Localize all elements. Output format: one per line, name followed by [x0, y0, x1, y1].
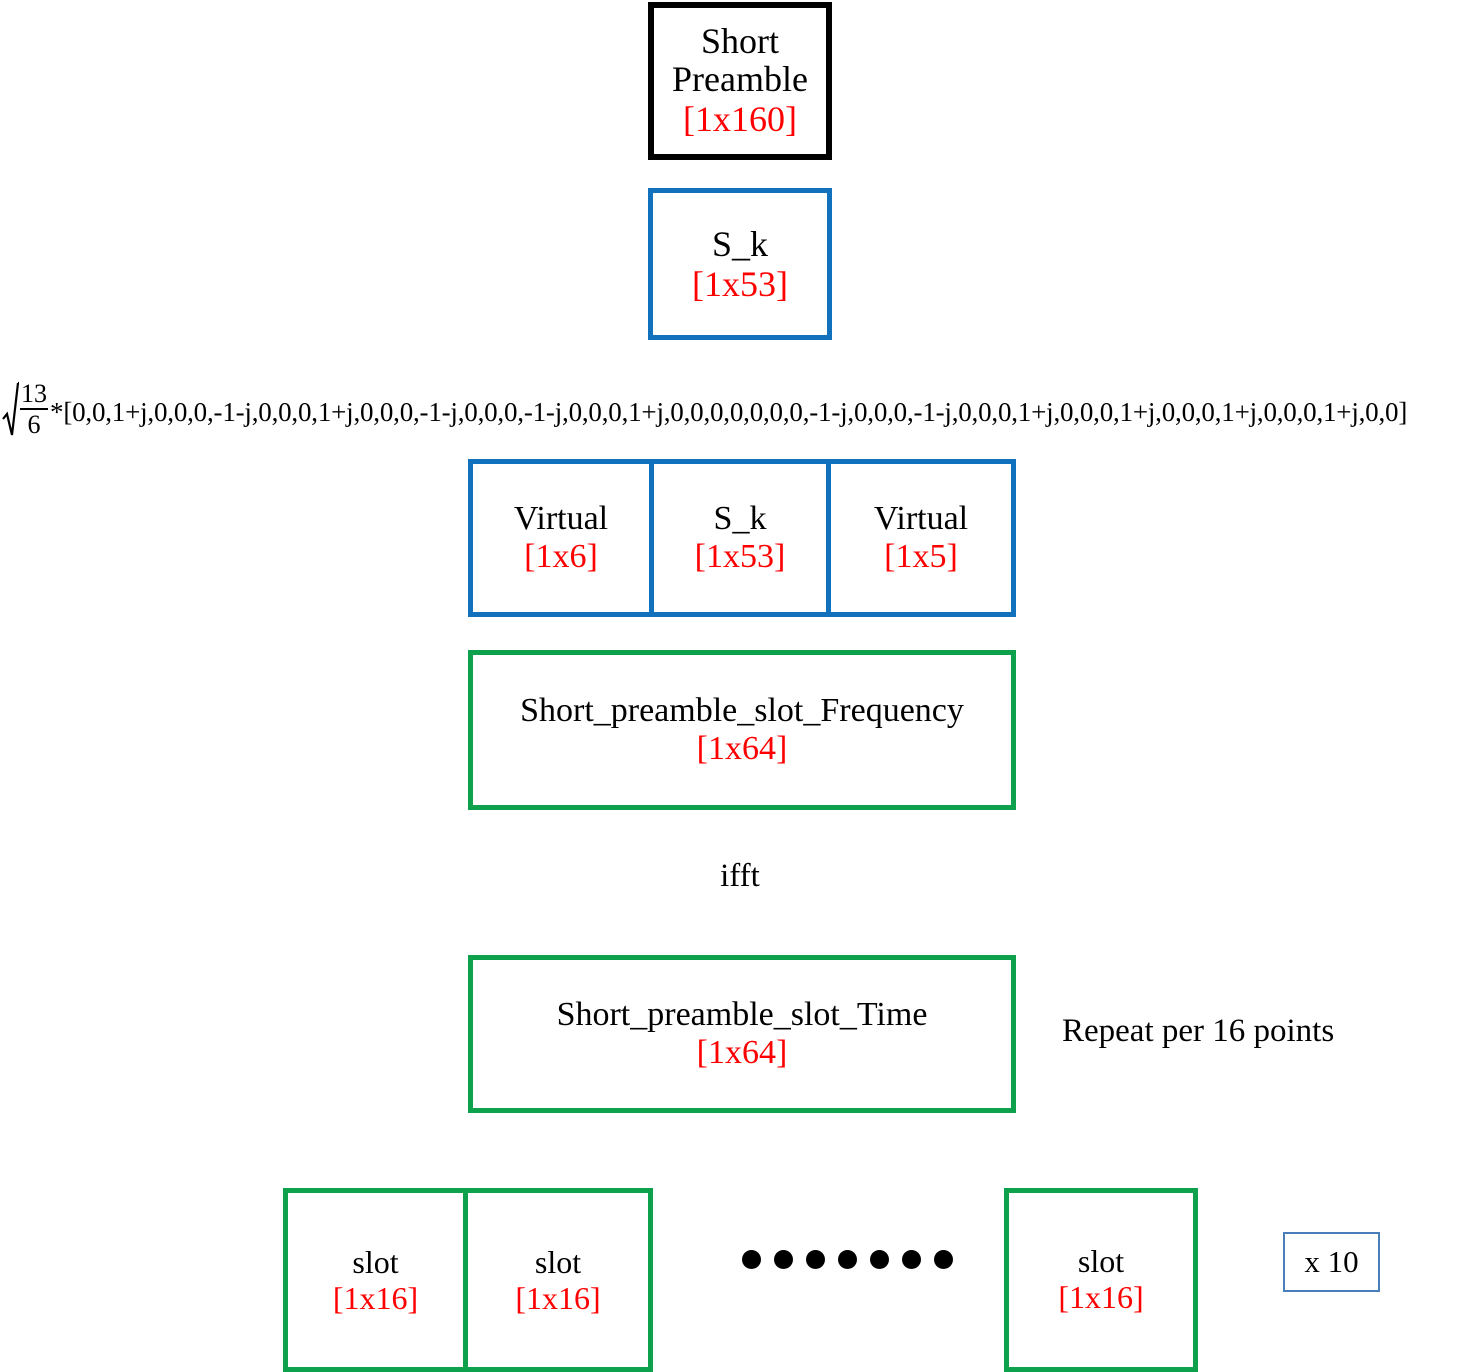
- ellipsis-dot: [870, 1250, 889, 1269]
- virtual-right-label: Virtual: [873, 499, 969, 537]
- repeat-count-box: x 10: [1283, 1232, 1380, 1292]
- slot-cell-1: slot [1x16]: [288, 1193, 468, 1367]
- slot-2-label: slot: [534, 1243, 582, 1280]
- formula-operator: *: [50, 396, 64, 427]
- ellipsis-dot: [742, 1250, 761, 1269]
- ellipsis-dot: [774, 1250, 793, 1269]
- sk-size: [1x53]: [692, 264, 788, 304]
- subcarrier-mapping-row: Virtual [1x6] S_k [1x53] Virtual [1x5]: [468, 459, 1016, 617]
- ellipsis-dot: [806, 1250, 825, 1269]
- short-preamble-box: Short Preamble [1x160]: [648, 2, 832, 160]
- short-preamble-size: [1x160]: [683, 98, 797, 139]
- formula-sequence-values: [0,0,1+j,0,0,0,-1-j,0,0,0,1+j,0,0,0,-1-j…: [63, 396, 1408, 427]
- formula-sequence: *[0,0,1+j,0,0,0,-1-j,0,0,0,1+j,0,0,0,-1-…: [50, 391, 1407, 428]
- slot-last-size: [1x16]: [1058, 1279, 1144, 1315]
- virtual-left-label: Virtual: [513, 499, 609, 537]
- sk-center-size: [1x53]: [694, 538, 786, 575]
- time-box-label: Short_preamble_slot_Time: [556, 995, 928, 1033]
- virtual-left-cell: Virtual [1x6]: [473, 464, 654, 612]
- time-box-size: [1x64]: [696, 1034, 788, 1071]
- virtual-right-cell: Virtual [1x5]: [831, 464, 1011, 612]
- slot-2-size: [1x16]: [515, 1280, 601, 1316]
- slot-1-size: [1x16]: [332, 1280, 419, 1316]
- short-preamble-line1: Short: [700, 21, 779, 62]
- fraction-numerator: 13: [20, 379, 48, 411]
- ifft-label: ifft: [720, 858, 760, 894]
- ellipsis-dot: [934, 1250, 953, 1269]
- ellipsis-dot: [838, 1250, 857, 1269]
- repeat-note: Repeat per 16 points: [1062, 1013, 1335, 1049]
- formula-row: 13 6 *[0,0,1+j,0,0,0,-1-j,0,0,0,1+j,0,0,…: [0, 374, 1482, 444]
- ellipsis-dot: [902, 1250, 921, 1269]
- sqrt-expression: 13 6: [2, 379, 49, 440]
- short-preamble-line2: Preamble: [672, 58, 808, 99]
- fraction-denominator: 6: [27, 410, 41, 440]
- sqrt-radical-icon: [2, 381, 19, 437]
- sk-center-cell: S_k [1x53]: [654, 464, 831, 612]
- ellipsis-dots: [742, 1250, 953, 1269]
- slot-1-label: slot: [352, 1243, 399, 1280]
- short-preamble-slot-frequency-box: Short_preamble_slot_Frequency [1x64]: [468, 650, 1016, 810]
- repeat-count-label: x 10: [1304, 1243, 1359, 1279]
- slot-cell-last: slot [1x16]: [1004, 1188, 1198, 1372]
- sk-center-label: S_k: [713, 499, 767, 537]
- virtual-right-size: [1x5]: [884, 538, 958, 575]
- virtual-left-size: [1x6]: [524, 538, 598, 575]
- frequency-box-size: [1x64]: [696, 730, 788, 767]
- short-preamble-slot-time-box: Short_preamble_slot_Time [1x64]: [468, 955, 1016, 1113]
- sk-box: S_k [1x53]: [648, 188, 832, 340]
- sk-label: S_k: [711, 223, 769, 264]
- slot-group-left: slot [1x16] slot [1x16]: [283, 1188, 653, 1372]
- sqrt-fraction: 13 6: [19, 379, 49, 440]
- slot-cell-2: slot [1x16]: [468, 1193, 648, 1367]
- frequency-box-label: Short_preamble_slot_Frequency: [520, 691, 964, 729]
- slot-last-label: slot: [1077, 1243, 1125, 1280]
